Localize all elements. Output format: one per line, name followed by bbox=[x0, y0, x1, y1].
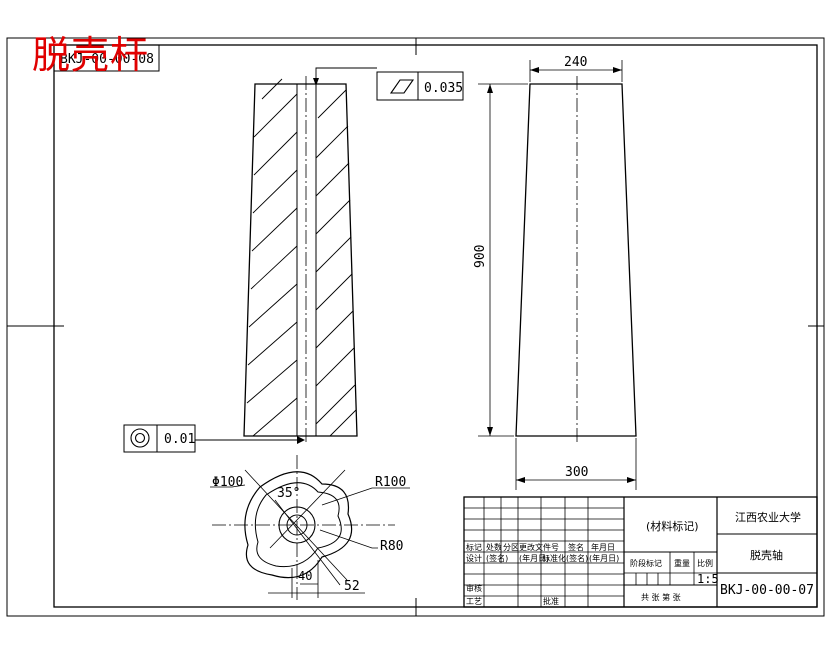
svg-text:更改文件号: 更改文件号 bbox=[519, 542, 559, 552]
concentricity-frame: 0.01 bbox=[123, 424, 305, 453]
svg-text:阶段标记: 阶段标记 bbox=[630, 558, 662, 568]
svg-text:设计: 设计 bbox=[466, 553, 482, 563]
watermark-title: 脱壳杆 bbox=[32, 33, 150, 77]
scale-value: 1:5 bbox=[697, 572, 719, 586]
svg-text:年月日: 年月日 bbox=[591, 542, 615, 552]
svg-text:标准化: 标准化 bbox=[542, 553, 566, 563]
section-view bbox=[243, 76, 358, 445]
centering-marks bbox=[7, 38, 824, 616]
concentricity-value: 0.01 bbox=[164, 432, 195, 447]
dim-diameter: Φ100 bbox=[212, 475, 243, 490]
dim-height: 900 bbox=[473, 245, 488, 268]
svg-text:工艺: 工艺 bbox=[466, 597, 482, 606]
dim-bottom-width: 300 bbox=[565, 465, 588, 480]
svg-text:(年月日): (年月日) bbox=[519, 553, 549, 563]
parallelism-value: 0.035 bbox=[424, 81, 463, 96]
svg-text:(年月日): (年月日) bbox=[589, 553, 619, 563]
dim-offset: 52 bbox=[344, 579, 360, 594]
code-tag: BKJ-00-00-08 bbox=[53, 44, 160, 72]
svg-text:分区: 分区 bbox=[503, 543, 519, 552]
svg-text:标记: 标记 bbox=[466, 542, 482, 552]
svg-text:重量: 重量 bbox=[674, 558, 690, 568]
svg-text:处数: 处数 bbox=[486, 542, 502, 552]
dim-r-outer: R100 bbox=[375, 475, 406, 490]
title-block bbox=[463, 496, 818, 608]
inner-frame bbox=[53, 44, 818, 608]
part-name: 脱壳轴 bbox=[750, 548, 783, 562]
dim-angle: 35° bbox=[277, 486, 300, 501]
svg-text:签名: 签名 bbox=[568, 542, 584, 552]
svg-text:共 张 第 张: 共 张 第 张 bbox=[641, 592, 681, 602]
cross-section-view bbox=[210, 455, 410, 600]
concentric-circles-icon bbox=[130, 428, 150, 448]
title-block-labels: 标记 处数 分区 更改文件号 签名 年月日 设计 (签名) (年月日) 标准化 … bbox=[466, 542, 713, 606]
dim-top-width: 240 bbox=[564, 55, 587, 70]
school-name: 江西农业大学 bbox=[735, 510, 801, 524]
svg-text:审核: 审核 bbox=[466, 583, 482, 593]
drawing-number: BKJ-00-00-07 bbox=[720, 583, 814, 598]
svg-text:批准: 批准 bbox=[543, 596, 559, 606]
svg-text:(签名): (签名) bbox=[486, 553, 508, 563]
parallelism-frame: 0.035 bbox=[313, 67, 464, 101]
svg-text:(签名): (签名) bbox=[566, 553, 588, 563]
front-view bbox=[478, 60, 637, 490]
material-mark: (材料标记) bbox=[646, 519, 699, 533]
outer-frame bbox=[6, 37, 825, 617]
code-tag-text: BKJ-00-00-08 bbox=[60, 52, 154, 67]
dim-small: 40 bbox=[298, 569, 312, 583]
svg-text:比例: 比例 bbox=[697, 558, 713, 568]
dim-r-inner: R80 bbox=[380, 539, 403, 554]
parallelogram-icon bbox=[389, 79, 415, 94]
